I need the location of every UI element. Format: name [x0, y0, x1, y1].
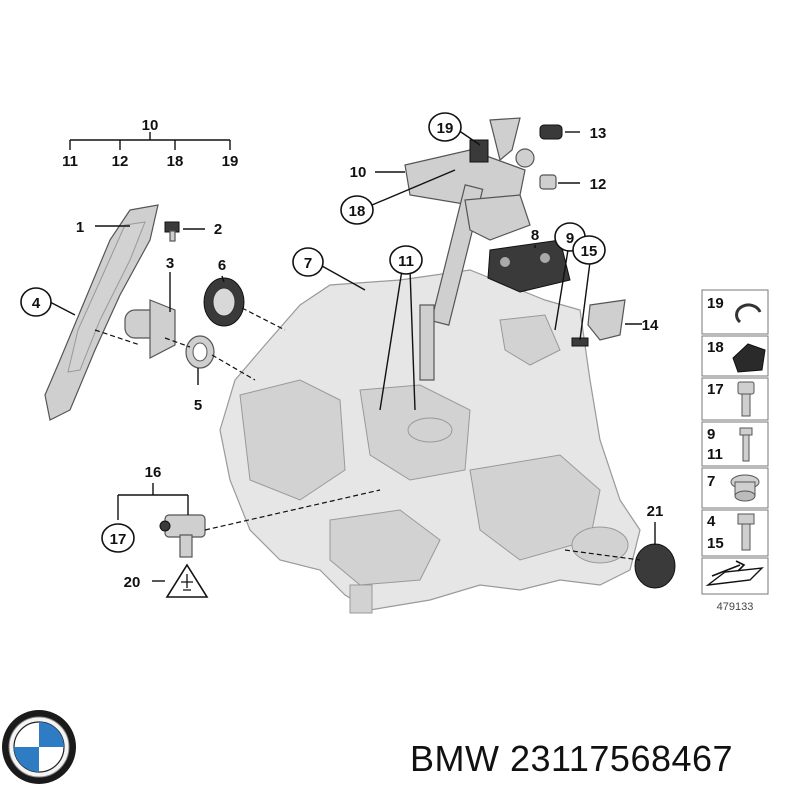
seal-ring-part-5 [185, 335, 215, 369]
svg-text:11: 11 [398, 253, 414, 270]
callout-7: 7 [292, 247, 324, 277]
callout-5: 5 [194, 397, 202, 414]
brand-name: BMW [410, 738, 500, 779]
clutch-release-lever [44, 204, 159, 421]
callout-1: 1 [76, 219, 84, 236]
group-top-labels: 10 11 12 18 19 [62, 117, 238, 170]
callout-21: 21 [647, 503, 664, 520]
circlip-icon [735, 303, 762, 324]
brand-part-number: BMW 23117568467 [410, 738, 733, 780]
svg-text:7: 7 [304, 255, 312, 272]
legend-label: 4 [707, 513, 716, 530]
group-parent-label: 10 [142, 117, 159, 134]
group-child-label: 18 [167, 153, 184, 170]
rubber-block-icon [732, 343, 766, 373]
bushing-part-12 [539, 174, 557, 190]
legend-label: 9 [707, 426, 715, 443]
callout-13: 13 [590, 125, 607, 142]
legend-label: 17 [707, 381, 724, 398]
cover-cap-part-21 [634, 543, 676, 589]
svg-text:4: 4 [32, 295, 41, 312]
callout-19: 19 [428, 112, 462, 142]
part-number: 23117568467 [510, 738, 734, 779]
shaft-seal-part-6 [203, 277, 245, 327]
plug-screw-icon [730, 474, 760, 502]
leader-lines [49, 127, 656, 582]
callout-17: 17 [101, 523, 135, 553]
plain-callouts: 1 2 3 5 6 10 13 12 8 14 16 20 21 [76, 125, 664, 591]
arrow-plate-icon [705, 560, 764, 586]
bolt-part-2 [164, 221, 180, 242]
svg-text:18: 18 [349, 203, 366, 220]
legend-label: 18 [707, 339, 724, 356]
bmw-logo [2, 710, 76, 784]
gearshift-mechanism [404, 117, 535, 381]
svg-text:17: 17 [110, 531, 127, 548]
hex-bolt-icon [737, 513, 755, 551]
holder-plate-part-14 [587, 299, 626, 341]
callout-8: 8 [531, 227, 539, 244]
callout-2: 2 [214, 221, 222, 238]
callout-10: 10 [350, 164, 367, 181]
callout-15: 15 [572, 235, 606, 265]
callout-3: 3 [166, 255, 174, 272]
callout-6: 6 [218, 257, 226, 274]
transmission-housing [219, 269, 641, 614]
sensor-part-16 [159, 514, 206, 558]
slave-cylinder-part-3 [124, 299, 176, 359]
group-child-label: 11 [62, 153, 78, 170]
fastener-legend: 19 18 17 9 11 7 4 15 [701, 289, 769, 613]
callout-14: 14 [642, 317, 659, 334]
callout-11: 11 [389, 245, 423, 275]
group-child-label: 19 [222, 153, 239, 170]
legend-label: 15 [707, 535, 724, 552]
callout-18: 18 [340, 195, 374, 225]
screw-icon [739, 427, 753, 462]
svg-text:9: 9 [566, 230, 574, 247]
callout-4: 4 [20, 287, 52, 317]
socket-bolt-icon [737, 381, 755, 417]
group-child-label: 12 [112, 153, 129, 170]
callout-20: 20 [124, 574, 141, 591]
group-bottom-parent-label: 16 [145, 464, 162, 481]
svg-text:15: 15 [581, 243, 598, 260]
circled-callouts: 4 7 19 18 11 9 15 17 [20, 112, 606, 553]
legend-label: 11 [707, 446, 723, 463]
bracket-part-8 [487, 239, 571, 293]
ball-socket-part-13 [539, 124, 563, 140]
electrostatic-warning-icon [165, 563, 209, 598]
diagram-number: 479133 [717, 601, 754, 613]
legend-label: 19 [707, 295, 724, 312]
callout-12: 12 [590, 176, 607, 193]
svg-text:19: 19 [437, 120, 454, 137]
legend-label: 7 [707, 473, 715, 490]
